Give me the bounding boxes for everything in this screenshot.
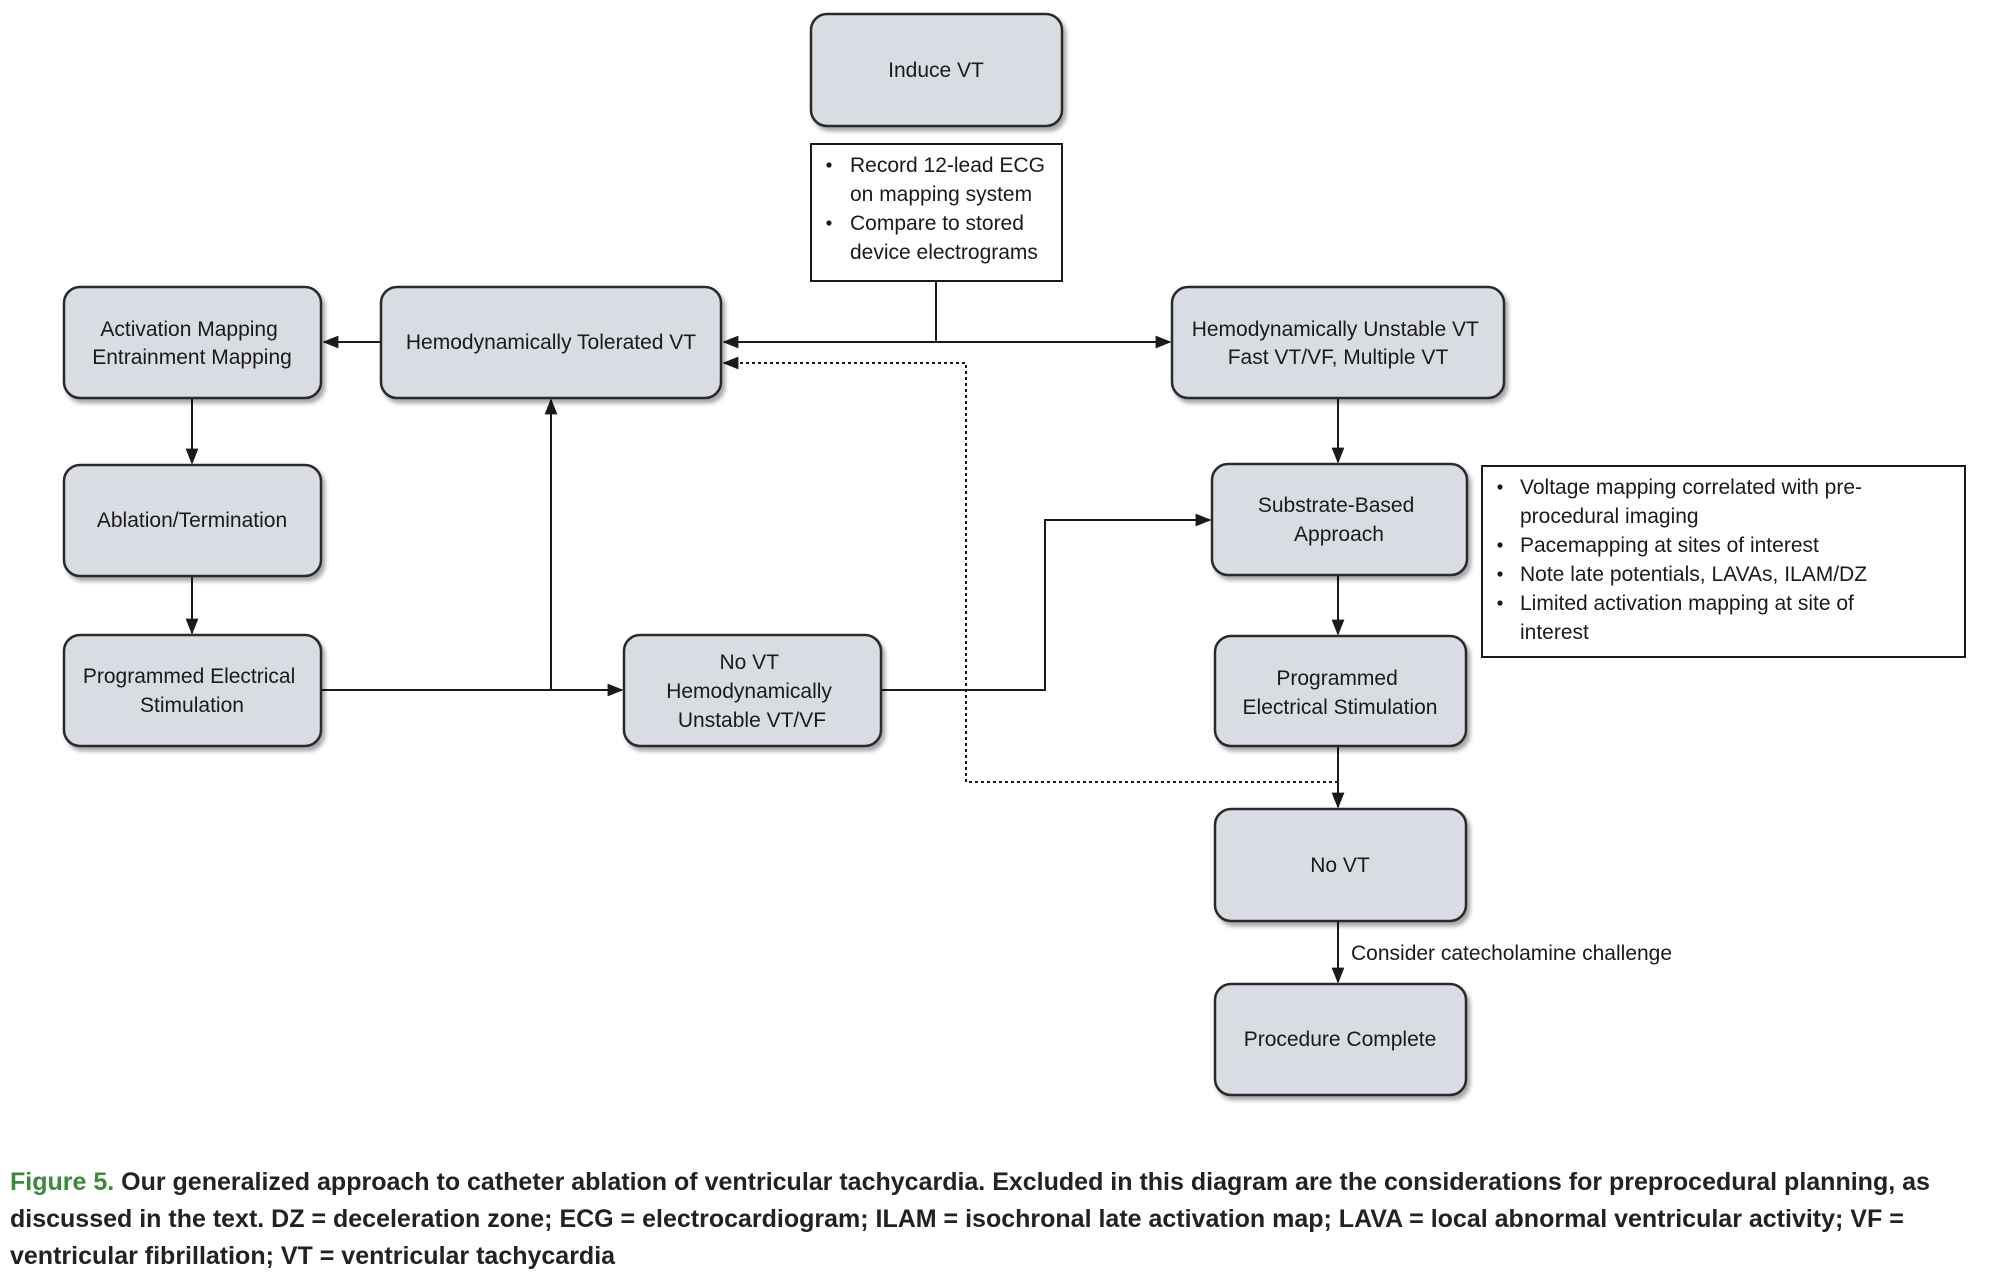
- node-label-line-1: Programmed: [1276, 667, 1397, 690]
- flowchart: Induce VT Hemodynamically Tolerated VT A…: [62, 12, 1966, 1097]
- note-line: Record 12-lead ECG: [850, 154, 1045, 177]
- figure-caption: Figure 5. Our generalized approach to ca…: [10, 1164, 2005, 1275]
- svg-text:Hemodynamically Unstable VT: Hemodynamically Unstable VT Fast VT/VF, …: [1192, 318, 1485, 369]
- note-line: Note late potentials, LAVAs, ILAM/DZ: [1520, 563, 1867, 586]
- svg-text:No VT: No VT: [1310, 854, 1370, 877]
- node-label-line-2: Entrainment Mapping: [92, 346, 292, 369]
- node-hemo-unstable: Hemodynamically Unstable VT Fast VT/VF, …: [1170, 285, 1506, 400]
- node-pes-left: Programmed Electrical Stimulation: [62, 633, 323, 748]
- note-ecg: Record 12-lead ECG on mapping systemCompa…: [810, 143, 1063, 282]
- svg-text:Procedure Complete: Procedure Complete: [1244, 1028, 1437, 1051]
- node-label-line-2: Hemodynamically: [666, 680, 832, 703]
- edge-novt-unstable-to-substrate: [882, 513, 1212, 691]
- note-line: device electrograms: [850, 241, 1038, 264]
- node-label-line-3: Unstable VT/VF: [678, 709, 826, 732]
- node-label-line-1: No VT: [720, 651, 780, 674]
- note-line: Pacemapping at sites of interest: [1520, 534, 1819, 557]
- note-line: Voltage mapping correlated with pre-: [1520, 476, 1862, 499]
- node-label-line-1: Programmed Electrical: [83, 665, 295, 688]
- node-substrate-based: Substrate-Based Approach: [1210, 462, 1469, 577]
- caption-text: Our generalized approach to catheter abl…: [10, 1168, 1930, 1270]
- node-induce-vt: Induce VT: [809, 12, 1064, 128]
- svg-text:Programmed Electrical St: Programmed Electrical Stimulation: [83, 665, 301, 717]
- bullet-icon: [1497, 571, 1503, 577]
- note-line: procedural imaging: [1520, 505, 1699, 528]
- node-no-vt: No VT: [1213, 807, 1468, 923]
- node-pes-right: Programmed Electrical Stimulation: [1213, 634, 1468, 748]
- svg-text:Hemodynamically Tolerated VT: Hemodynamically Tolerated VT: [406, 331, 696, 354]
- node-procedure-complete: Procedure Complete: [1213, 982, 1468, 1097]
- bullet-icon: [826, 220, 832, 226]
- node-label-line-1: Substrate-Based: [1258, 494, 1414, 517]
- bullet-icon: [826, 162, 832, 168]
- note-line: Compare to stored: [850, 212, 1024, 235]
- node-label: Induce VT: [888, 59, 984, 82]
- note-line: Limited activation mapping at site of: [1520, 592, 1854, 615]
- svg-text:Ablation/Termination: Ablation/Termination: [97, 509, 287, 532]
- node-label: Procedure Complete: [1244, 1028, 1437, 1051]
- node-label-line-2: Fast VT/VF, Multiple VT: [1228, 346, 1449, 369]
- node-hemo-tolerated: Hemodynamically Tolerated VT: [379, 285, 723, 400]
- caption-label: Figure 5.: [10, 1168, 115, 1196]
- bullet-icon: [1497, 542, 1503, 548]
- node-label: Ablation/Termination: [97, 509, 287, 532]
- edge-label-catecholamine: Consider catecholamine challenge: [1351, 942, 1672, 965]
- edge-dotted-feedback: [722, 356, 1338, 783]
- svg-text:No VT Hemodynamically: No VT Hemodynamically Unstable VT/VF: [666, 651, 838, 732]
- svg-text:Substrate-Based Approach: Substrate-Based Approach: [1258, 494, 1420, 546]
- node-label-line-2: Approach: [1294, 523, 1384, 546]
- node-label-line-1: Activation Mapping: [100, 318, 277, 341]
- node-label-line-1: Hemodynamically Unstable VT: [1192, 318, 1479, 341]
- node-label-line-2: Electrical Stimulation: [1243, 696, 1438, 719]
- node-ablation-termination: Ablation/Termination: [62, 463, 323, 578]
- note-substrate: Voltage mapping correlated with pre-proc…: [1481, 465, 1966, 658]
- bullet-icon: [1497, 484, 1503, 490]
- node-activation-mapping: Activation Mapping Entrainment Mapping: [62, 285, 323, 400]
- svg-text:Induce VT: Induce VT: [888, 59, 984, 82]
- node-label: No VT: [1310, 854, 1370, 877]
- svg-text:Programmed Electrical St: Programmed Electrical Stimulation: [1243, 667, 1438, 719]
- node-label: Hemodynamically Tolerated VT: [406, 331, 696, 354]
- node-label-line-2: Stimulation: [140, 694, 244, 717]
- svg-text:Activation Mapping Entra: Activation Mapping Entrainment Mapping: [92, 318, 292, 369]
- bullet-icon: [1497, 600, 1503, 606]
- node-novt-unstable: No VT Hemodynamically Unstable VT/VF: [622, 633, 883, 748]
- note-line: interest: [1520, 621, 1589, 644]
- note-line: on mapping system: [850, 183, 1032, 206]
